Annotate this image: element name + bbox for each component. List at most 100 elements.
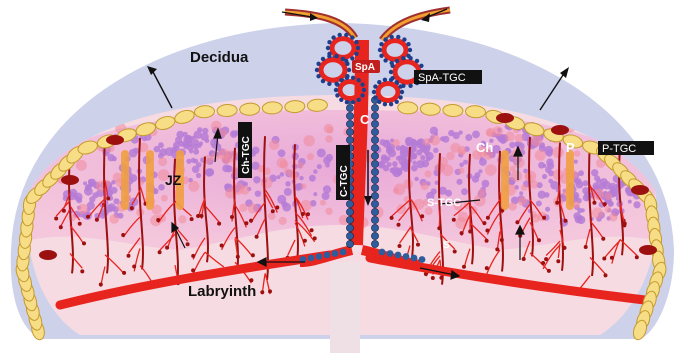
- spa-tgc-bead: [331, 35, 335, 39]
- c-tgc-bead: [371, 200, 378, 207]
- glycogen-cell: [313, 192, 317, 196]
- c-tgc-bead: [346, 128, 353, 135]
- capillary-node: [610, 256, 614, 260]
- capillary-node: [522, 257, 526, 261]
- capillary-node: [635, 255, 639, 259]
- glycogen-cell: [282, 203, 291, 212]
- spa-tgc-bead: [351, 76, 355, 80]
- label-c-tgc-group: C-TGC: [336, 145, 350, 200]
- spa-tgc-bead: [377, 80, 381, 84]
- glycogen-cell: [547, 162, 554, 169]
- spongio-cell: [505, 132, 515, 142]
- spa-tgc-bead: [362, 88, 366, 92]
- capillary-node: [303, 239, 307, 243]
- spa-tgc-bead: [408, 84, 412, 88]
- glycogen-cell: [406, 138, 410, 142]
- capillary-node: [623, 222, 627, 226]
- spongio-cell: [486, 129, 493, 136]
- glycogen-cell: [193, 149, 199, 155]
- capillary-node: [537, 238, 541, 242]
- capillary-node: [453, 250, 457, 254]
- capillary-node: [500, 238, 504, 242]
- spa-tgc-bead: [408, 48, 412, 52]
- capillary-node: [556, 259, 560, 263]
- capillary-node: [462, 265, 466, 269]
- c-tgc-bead: [371, 104, 378, 111]
- spa-tgc-bead: [356, 46, 360, 50]
- spa-tgc-bead: [377, 100, 381, 104]
- spa-tgc-bead: [345, 76, 349, 80]
- label-spa: SpA: [355, 62, 375, 73]
- spa-tgc-bead: [321, 57, 325, 61]
- glycogen-cell: [456, 179, 462, 185]
- capillary-node: [191, 254, 195, 258]
- capillary-node: [482, 221, 486, 225]
- capillary-node: [584, 245, 588, 249]
- glycogen-cell: [129, 174, 137, 182]
- capillary-node: [592, 201, 596, 205]
- c-tgc-bead: [379, 249, 386, 256]
- c-tgc-bead: [371, 176, 378, 183]
- glycogen-cell: [386, 156, 391, 161]
- c-tgc-bead: [346, 112, 353, 119]
- capillary-node: [130, 206, 134, 210]
- glycogen-cell: [628, 200, 632, 204]
- c-tgc-bead: [346, 200, 353, 207]
- capillary-node: [485, 266, 489, 270]
- glycogen-cell: [176, 131, 184, 139]
- capillary-node: [564, 219, 568, 223]
- glycogen-cell: [380, 139, 386, 145]
- spongio-cell: [280, 160, 289, 169]
- glycogen-cell: [88, 179, 92, 183]
- label-c-tgc: C-TGC: [339, 165, 350, 197]
- spa-tgc-bead: [373, 84, 377, 88]
- spa-tgc-bead: [395, 100, 399, 104]
- glycogen-cell: [182, 141, 188, 147]
- spa-tgc-bead: [344, 33, 348, 37]
- spa-tgc-bead: [326, 46, 330, 50]
- c-tgc-bead: [324, 252, 331, 259]
- glycogen-cell: [474, 172, 480, 178]
- glycogen-cell: [550, 181, 559, 190]
- spa-tgc-bead: [408, 56, 412, 60]
- spongio-cell: [493, 126, 503, 136]
- spa-tgc-bead: [335, 82, 339, 86]
- glycogen-cell: [424, 151, 429, 156]
- spa-tgc-bead: [398, 95, 402, 99]
- capillary-node: [78, 222, 82, 226]
- spa-tgc-bead: [400, 90, 404, 94]
- glycogen-cell: [317, 164, 322, 169]
- spongio-cell: [424, 170, 431, 177]
- capillary-node: [310, 228, 314, 232]
- glycogen-cell: [544, 146, 553, 155]
- spa-tgc-bead: [395, 80, 399, 84]
- capillary-node: [420, 214, 424, 218]
- c-tgc-bead: [316, 253, 323, 260]
- label-spa-tgc-group: SpA-TGC: [414, 70, 482, 84]
- glycogen-cell: [231, 131, 236, 136]
- glycogen-cell: [173, 142, 180, 149]
- spongio-cell: [297, 162, 304, 169]
- spa-tgc-bead: [315, 68, 319, 72]
- glycogen-cell: [322, 192, 330, 200]
- spongio-cell: [268, 212, 276, 220]
- spongio-cell: [327, 126, 334, 133]
- glycogen-cell: [129, 149, 138, 158]
- c-tgc-bead: [371, 120, 378, 127]
- glycogen-cell: [317, 149, 326, 158]
- glycogen-cell: [205, 168, 213, 176]
- spongio-cell: [421, 182, 429, 190]
- spongio-cell: [446, 152, 455, 161]
- c-tgc-bead: [371, 136, 378, 143]
- capillary-node: [542, 216, 546, 220]
- spa-tgc-bead: [335, 93, 339, 97]
- spongio-cell: [553, 147, 564, 158]
- glycogen-cell: [252, 147, 260, 155]
- c-tgc-bead: [332, 250, 339, 257]
- c-tgc-bead: [403, 253, 410, 260]
- capillary-node: [220, 244, 224, 248]
- spa-tgc-bead: [354, 40, 358, 44]
- glycogen-cell: [411, 165, 418, 172]
- glycogen-cell: [253, 176, 260, 183]
